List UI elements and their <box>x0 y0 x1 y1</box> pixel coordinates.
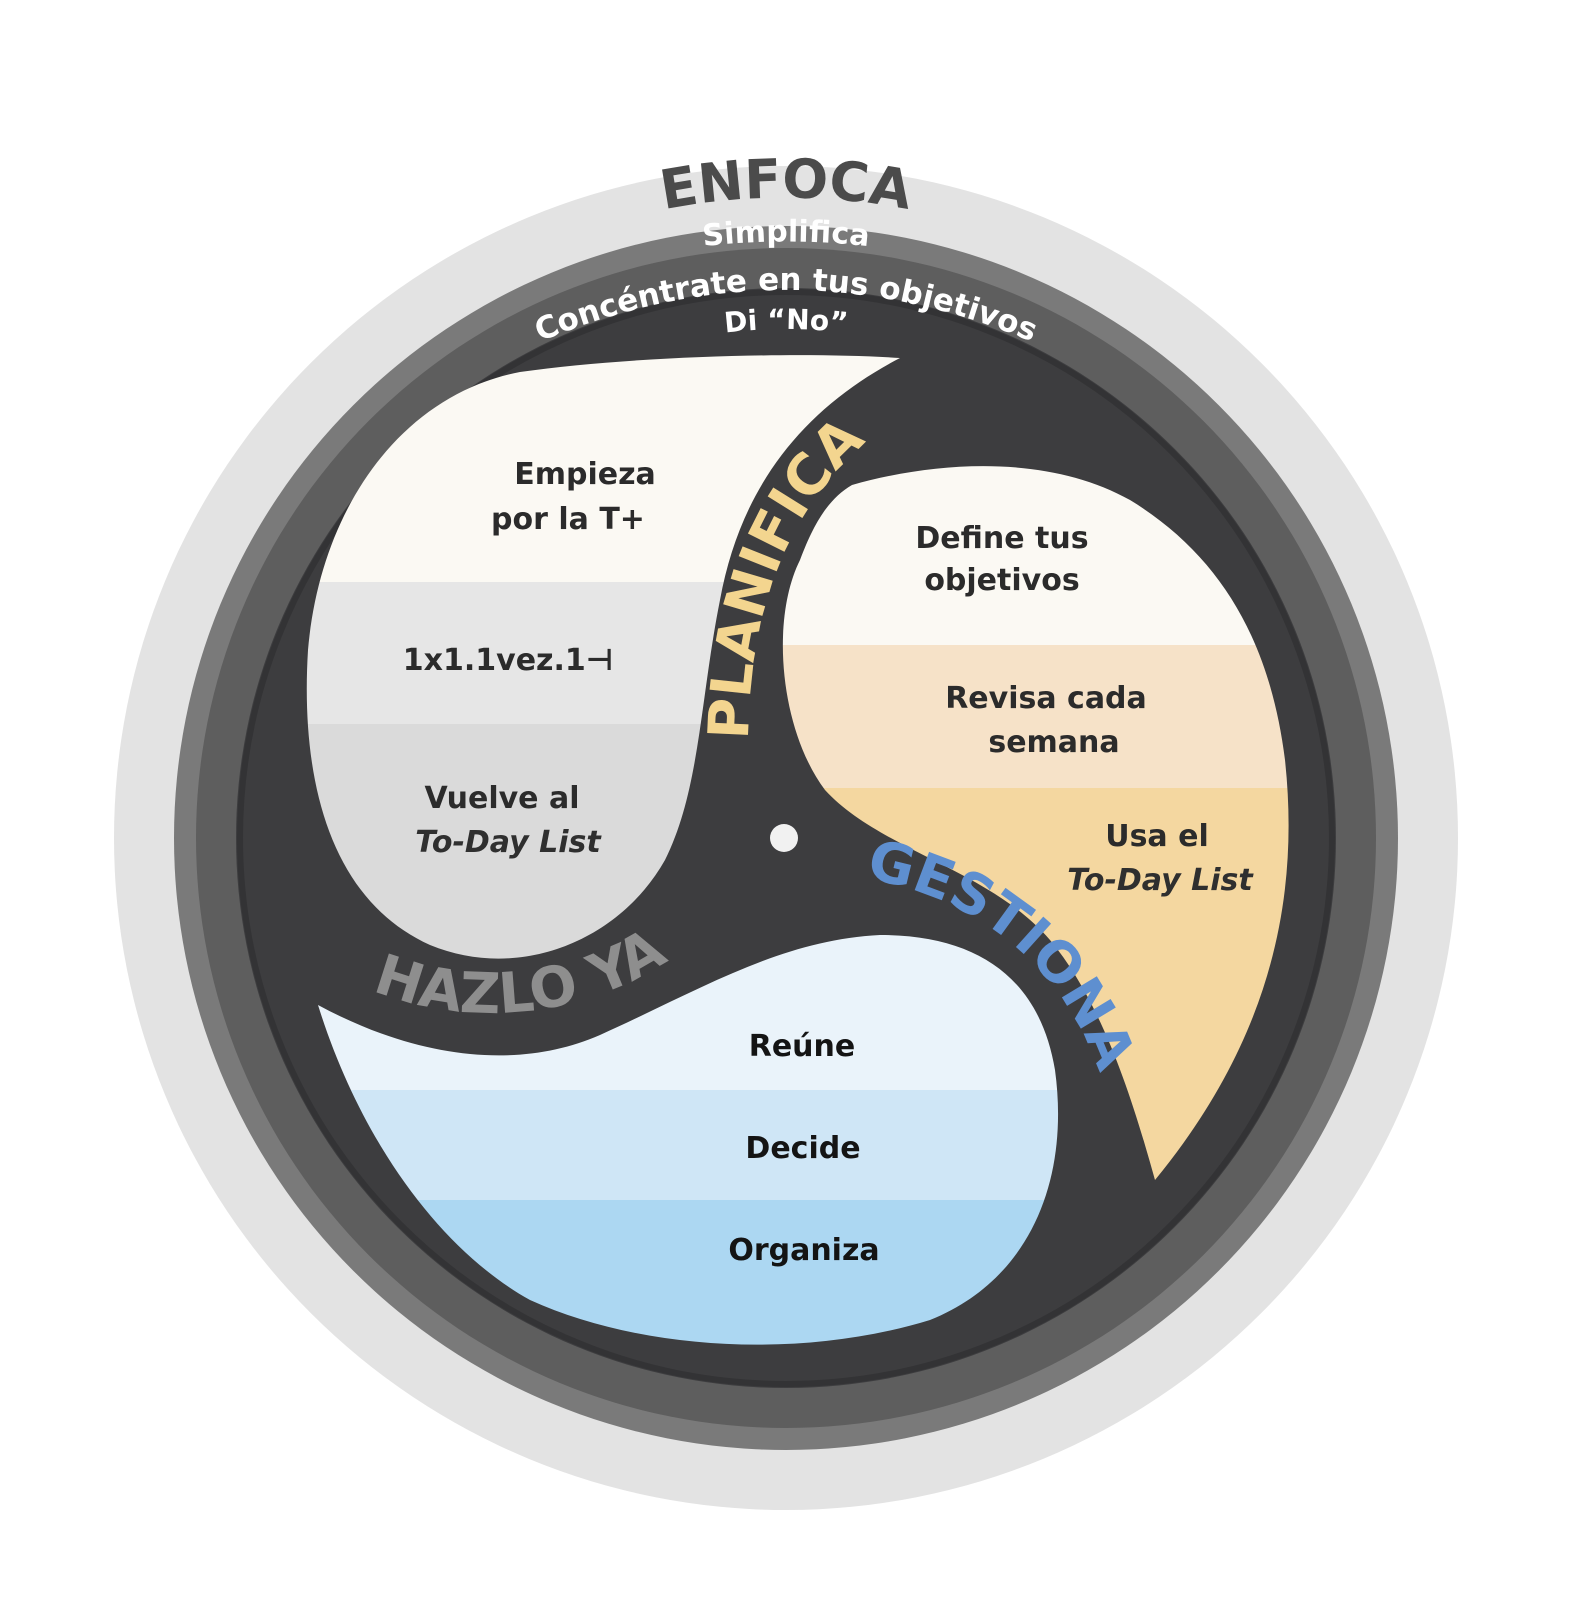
bottom-band-2 <box>318 1090 1059 1200</box>
bottom-item-3: Organiza <box>728 1233 879 1268</box>
center-dot <box>770 824 798 852</box>
right-item-2-line-1: Revisa cada <box>945 681 1147 716</box>
right-item-2-line-2: semana <box>988 725 1119 760</box>
left-item-3-line-2: To-Day List <box>415 825 602 860</box>
bottom-item-2: Decide <box>745 1131 860 1166</box>
left-item-3-line-1: Vuelve al <box>424 781 579 816</box>
right-item-3-line-2: To-Day List <box>1067 863 1254 898</box>
right-band-2 <box>782 645 1289 788</box>
core-edge <box>237 289 1335 1387</box>
left-item-2: 1x1.1vez.1⊣ <box>403 643 613 678</box>
right-item-1-line-1: Define tus <box>915 521 1088 556</box>
left-item-1-line-2: por la T+ <box>491 502 645 537</box>
bottom-item-1: Reúne <box>749 1029 856 1064</box>
right-item-1-line-2: objetivos <box>924 563 1079 598</box>
simplifica-label: Simplifica <box>701 214 871 254</box>
left-item-1-line-1: Empieza <box>514 457 656 492</box>
right-item-3-line-1: Usa el <box>1105 819 1209 854</box>
